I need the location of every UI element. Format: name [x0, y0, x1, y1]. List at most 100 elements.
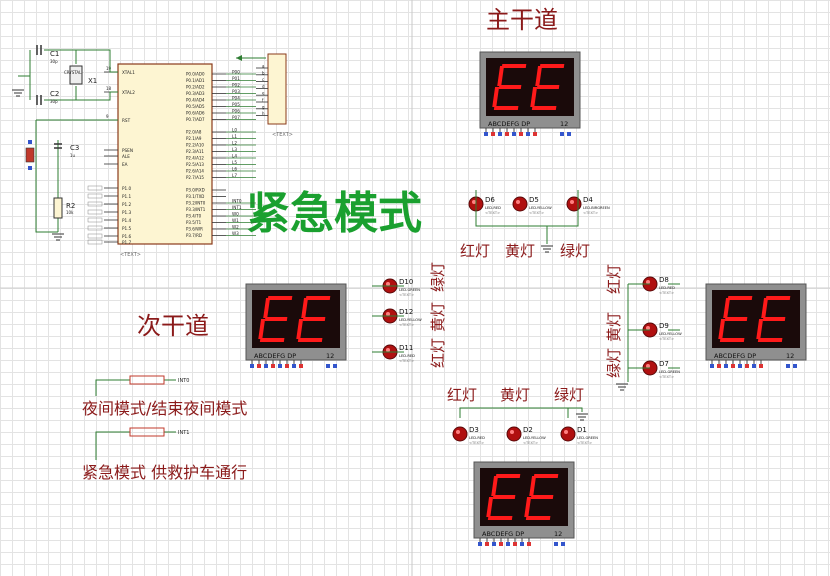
led-d10-highlight — [386, 282, 390, 286]
display-pin — [505, 132, 509, 136]
led-d4-part: LED-BIRGREEN — [583, 206, 610, 210]
mcu-right-pin-label: P3.0/RXD — [186, 188, 205, 193]
led-d5-part: LED-YELLOW — [529, 206, 552, 210]
header-text-tag: <TEXT> — [272, 132, 293, 138]
mcu-net-label: P03 — [232, 89, 240, 94]
wire-reset-chain — [35, 120, 58, 233]
display-pin-num: 12 — [554, 530, 562, 538]
display-pin — [724, 364, 728, 368]
emergency-mode-title: 紧急模式 — [246, 188, 422, 239]
segment-bottom-1-2 — [530, 495, 554, 499]
display-pin-num: 12 — [560, 120, 568, 128]
sw1-body[interactable] — [129, 375, 165, 385]
header-pin-label: d — [262, 84, 265, 89]
led-d6-part: LED-RED — [485, 206, 501, 210]
led-d8-tag: <TEXT> — [659, 291, 674, 295]
mcu-p1-wire — [87, 217, 103, 223]
c1-val: 30p — [50, 59, 58, 64]
led-d1-ref: D1 — [577, 426, 587, 434]
mcu-p1-wire — [87, 185, 103, 191]
segment-bottom-1-3 — [524, 497, 532, 517]
display-com-pin — [786, 364, 790, 368]
mcu-chip: XTAL1XTAL2RSTPSENALEEAP1.0P1.1P1.2P1.3P1… — [87, 63, 256, 258]
c3-ref: C3 — [70, 144, 79, 152]
mcu-right-pin-label: P0.2/AD2 — [186, 85, 205, 90]
led-d9-highlight — [646, 326, 650, 330]
led-d7-tag: <TEXT> — [659, 375, 674, 379]
segment-bottom-1-1 — [529, 476, 537, 496]
display-pin — [506, 542, 510, 546]
mcu-right-pin-label: P2.6/A14 — [186, 169, 204, 174]
segment-top-0-0 — [501, 64, 527, 68]
display-pin — [264, 364, 268, 368]
mcu-left-pins: XTAL1XTAL2RSTPSENALEEAP1.0P1.1P1.2P1.3P1… — [87, 66, 135, 245]
segment-left-1-0 — [305, 296, 331, 300]
mcu-left-pin-label: P1.3 — [122, 210, 132, 215]
reset-pin-b — [28, 166, 32, 170]
mcu-pin-number: 18 — [106, 86, 112, 91]
header-pin-label: a — [262, 64, 265, 69]
reset-button-body — [25, 147, 35, 163]
led-d3-tag: <TEXT> — [469, 441, 484, 445]
led-d11-highlight — [386, 348, 390, 352]
led-d2-body — [506, 426, 522, 442]
emergency-switch[interactable]: INT1 — [95, 427, 189, 460]
segment-right-0-3 — [718, 319, 726, 339]
display-com-pin — [554, 542, 558, 546]
display-pin — [527, 542, 531, 546]
sw2-body[interactable] — [129, 427, 165, 437]
led-d5-body — [512, 196, 528, 212]
mcu-right-pin-label: P2.5/A13 — [186, 162, 204, 167]
led-d12-ref: D12 — [399, 308, 413, 316]
mcu-right-pin-label: P0.1/AD1 — [186, 78, 205, 83]
segment-bottom-0-2 — [492, 495, 516, 499]
sw1-wire-a — [95, 379, 130, 396]
c2-val: 30p — [50, 99, 58, 104]
display-pin — [759, 364, 763, 368]
mcu-left-pin-label: EA — [122, 162, 128, 167]
segment-right-1-4 — [757, 338, 783, 342]
side-yellow-label: 黄灯 — [429, 302, 447, 332]
mcu-net-label: W1 — [232, 218, 239, 223]
segment-right-1-1 — [761, 298, 769, 318]
led-d3-body — [452, 426, 468, 442]
mcu-net-label: P06 — [232, 109, 240, 114]
display-pin — [484, 132, 488, 136]
night-mode-switch[interactable]: INT0 — [95, 375, 189, 396]
mcu-right-pin-label: P3.1/TXD — [186, 194, 204, 199]
segment-top-1-0 — [539, 64, 565, 68]
led-d5-tag: <TEXT> — [529, 211, 544, 215]
sw1-net: INT0 — [178, 378, 189, 384]
led-d1-tag: <TEXT> — [577, 441, 592, 445]
segment-bottom-1-4 — [525, 516, 551, 520]
display-pin — [278, 364, 282, 368]
side-road-label: 次干道 — [137, 312, 209, 340]
segment-bottom-1-0 — [533, 474, 559, 478]
header-pin-label: h — [262, 111, 265, 116]
display-pin — [520, 542, 524, 546]
segment-top-0-4 — [493, 106, 519, 110]
ground-symbol-main — [541, 245, 553, 253]
led-d3-ref: D3 — [469, 426, 479, 434]
mcu-right-pin-label: P0.5/AD5 — [186, 104, 205, 109]
segment-bottom-0-0 — [495, 474, 521, 478]
display-pin-label: ABCDEFG DP — [254, 352, 296, 360]
header-pin-label: g — [262, 104, 265, 109]
segment-left-0-3 — [258, 319, 266, 339]
segment-right-0-4 — [719, 338, 745, 342]
right-led-wires — [668, 283, 680, 369]
main-led-wire — [475, 190, 579, 227]
led-d10-tag: <TEXT> — [399, 293, 414, 297]
display-com-pin — [333, 364, 337, 368]
segment-bottom-0-3 — [486, 497, 494, 517]
x1-ref: X1 — [88, 77, 97, 85]
mcu-right-pin-label: P3.6/WR — [186, 227, 203, 232]
